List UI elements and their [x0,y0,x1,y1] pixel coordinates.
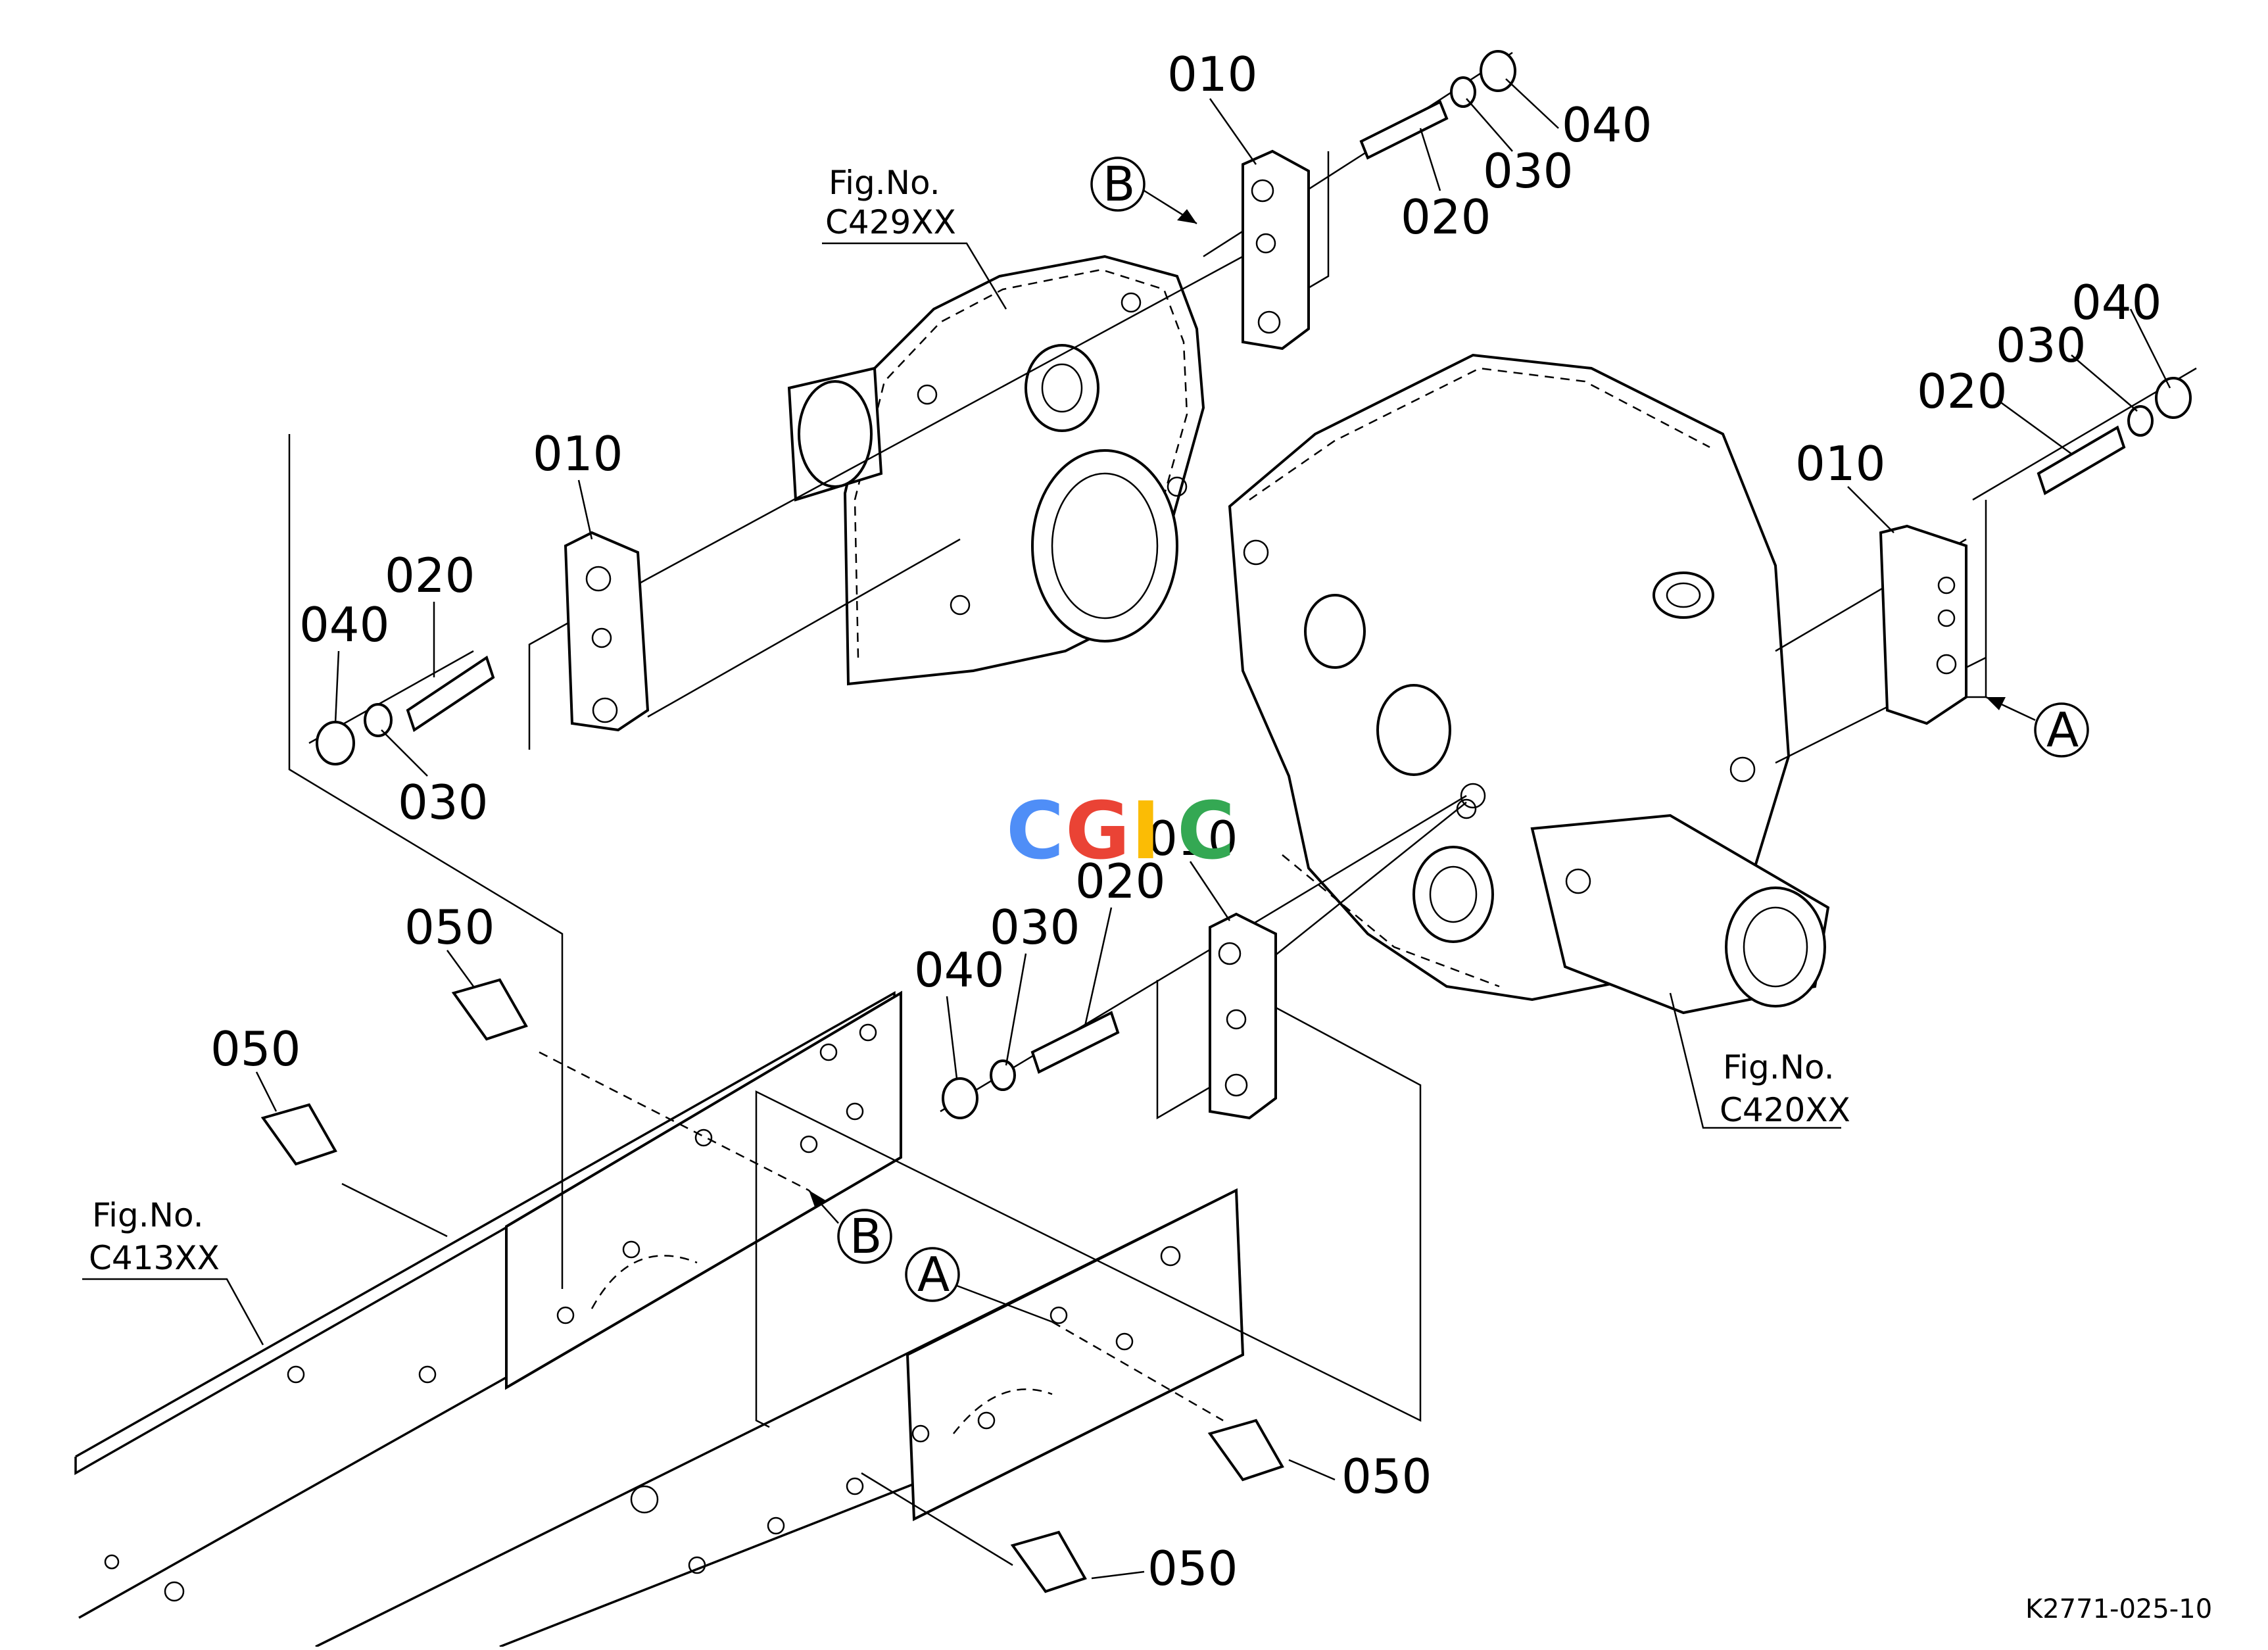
label-020-left: 020 [385,548,475,603]
bracket-center [1209,912,1277,1120]
bracket-left [564,531,650,732]
callout-a-frame: A [905,1247,1053,1323]
label-050-upper: 050 [404,900,495,955]
drawing-code: K2771-025-10 [2025,1594,2212,1624]
figref-c429xx: Fig.No. C429XX [822,164,1007,310]
label-040-left: 040 [299,597,389,652]
bracket-top [1242,149,1310,351]
label-040-center: 040 [914,942,1004,998]
fasteners [260,50,2192,1593]
front-gear-case [787,255,1205,686]
label-010-center: 010 [1147,811,1238,866]
label-050-right: 050 [1341,1449,1432,1504]
svg-text:A: A [917,1247,950,1302]
svg-text:B: B [1103,157,1135,212]
figref-c420xx: Fig.No. C420XX [1669,992,1850,1129]
transmission-case [1228,353,1830,1015]
svg-text:C413XX: C413XX [89,1239,220,1277]
chassis-frame [74,990,1245,1648]
callout-b-top: B [1090,157,1197,225]
svg-text:C429XX: C429XX [825,203,956,241]
label-020-right: 020 [1917,364,2007,419]
svg-text:Fig.No.: Fig.No. [1723,1048,1835,1086]
label-010-top: 010 [1167,47,1257,102]
watermark-letter-1: C [1006,786,1064,877]
label-040-right: 040 [2071,275,2161,330]
label-040-top: 040 [1562,97,1652,153]
watermark-letter-2: G [1065,786,1130,877]
label-050-left: 050 [210,1021,301,1077]
bracket-right [1879,524,1967,725]
callout-b-frame: B [808,1190,892,1264]
part-labels: 010 020 030 040 010 020 030 040 010 020 … [210,47,2161,1596]
label-020-top: 020 [1401,189,1491,245]
label-030-center: 030 [990,900,1080,955]
svg-text:B: B [850,1209,882,1264]
watermark-letter-4: C [1177,786,1235,877]
label-010-left: 010 [533,426,623,481]
watermark-letter-3: I [1131,786,1161,877]
label-050-bottom: 050 [1147,1541,1238,1596]
callout-a-right: A [1985,696,2089,758]
watermark-logo: C G I C [1006,786,1235,877]
label-030-right: 030 [1996,318,2086,373]
label-030-left: 030 [398,775,488,830]
svg-text:A: A [2046,702,2079,758]
label-030-top: 030 [1483,143,1573,199]
label-020-center: 020 [1075,854,1165,909]
svg-text:Fig.No.: Fig.No. [92,1196,204,1234]
figref-c413xx: Fig.No. C413XX [82,1196,264,1346]
svg-text:Fig.No.: Fig.No. [829,164,940,202]
svg-text:C420XX: C420XX [1720,1091,1850,1129]
label-leaders [255,78,2171,1580]
label-010-right: 010 [1795,436,1885,491]
